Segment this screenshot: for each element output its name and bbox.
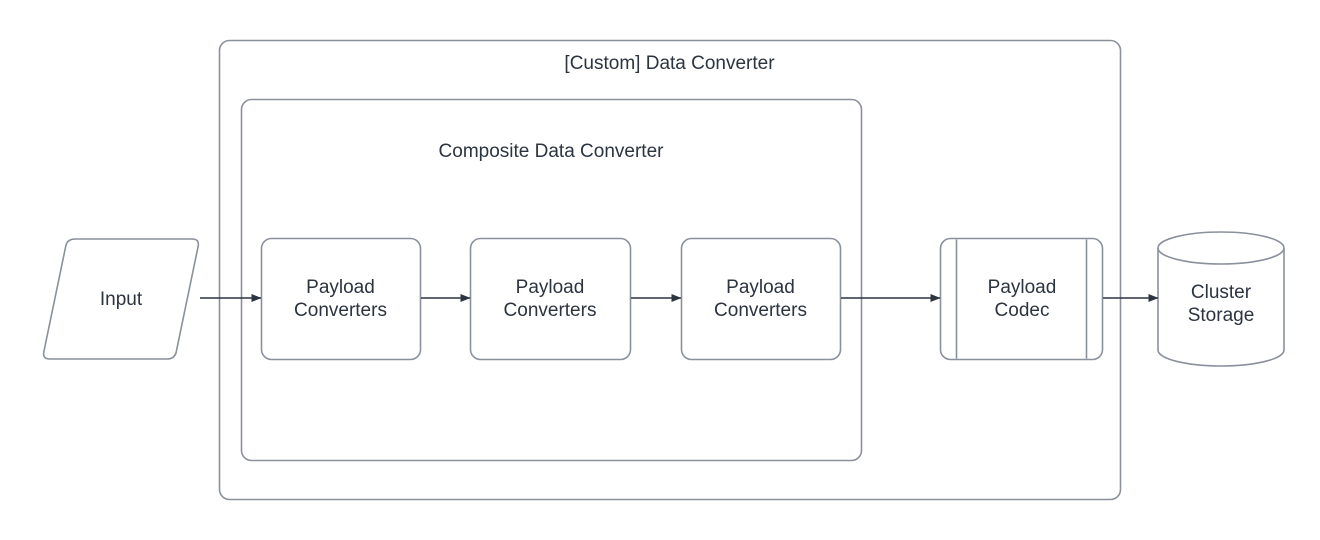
- container-title-composite-data-converter: Composite Data Converter: [438, 141, 664, 162]
- node-cluster-storage-shape[interactable]: [1157, 231, 1285, 367]
- node-input-shape[interactable]: [42, 238, 200, 360]
- node-payload-converters-2-shape[interactable]: [469, 237, 632, 361]
- node-payload-converters-1-shape[interactable]: [260, 237, 422, 361]
- node-payload-codec-shape[interactable]: [939, 237, 1104, 361]
- node-payload-converters-3-shape[interactable]: [680, 237, 842, 361]
- container-title-custom-data-converter: [Custom] Data Converter: [564, 53, 775, 74]
